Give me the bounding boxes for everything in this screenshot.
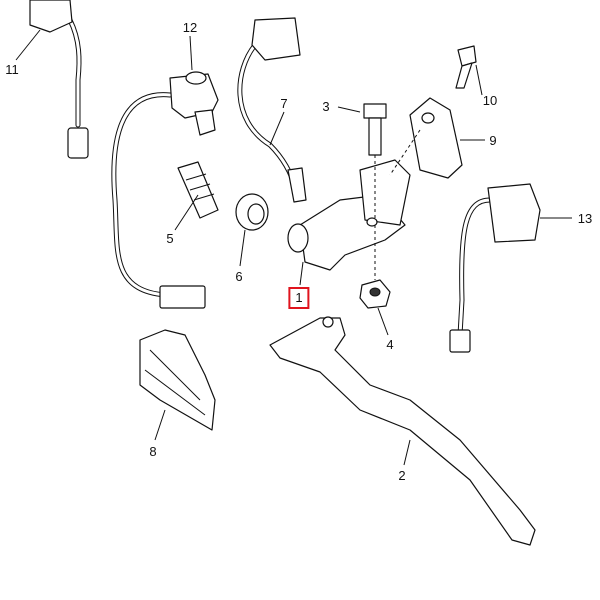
callout-3[interactable]: 3 <box>322 99 330 114</box>
part-7-switch[interactable] <box>237 17 307 203</box>
callout-10[interactable]: 10 <box>482 93 498 108</box>
part-1-lever-holder[interactable] <box>287 159 411 286</box>
callout-7[interactable]: 7 <box>280 96 288 111</box>
part-3-bolt[interactable] <box>337 103 387 220</box>
callout-12[interactable]: 12 <box>182 20 198 35</box>
part-2-lever[interactable] <box>269 316 536 546</box>
callout-6[interactable]: 6 <box>235 269 243 284</box>
callout-4[interactable]: 4 <box>386 337 394 352</box>
callout-5[interactable]: 5 <box>166 231 174 246</box>
part-13-switch[interactable] <box>449 183 572 353</box>
callout-13[interactable]: 13 <box>577 211 593 226</box>
callout-8[interactable]: 8 <box>149 444 157 459</box>
callout-9[interactable]: 9 <box>489 133 497 148</box>
part-5-pin[interactable] <box>174 161 219 231</box>
part-12-switch[interactable] <box>111 35 219 309</box>
part-11-switch[interactable] <box>15 0 89 159</box>
part-10-bolt[interactable] <box>455 45 483 96</box>
callout-11[interactable]: 11 <box>5 62 19 77</box>
part-4-nut[interactable] <box>359 225 391 336</box>
part-8-cover[interactable] <box>139 329 216 441</box>
part-9-clamp[interactable] <box>389 97 485 179</box>
part-6-nut[interactable] <box>235 193 269 267</box>
callout-1-highlighted[interactable]: 1 <box>288 287 310 309</box>
callout-2[interactable]: 2 <box>398 468 406 483</box>
